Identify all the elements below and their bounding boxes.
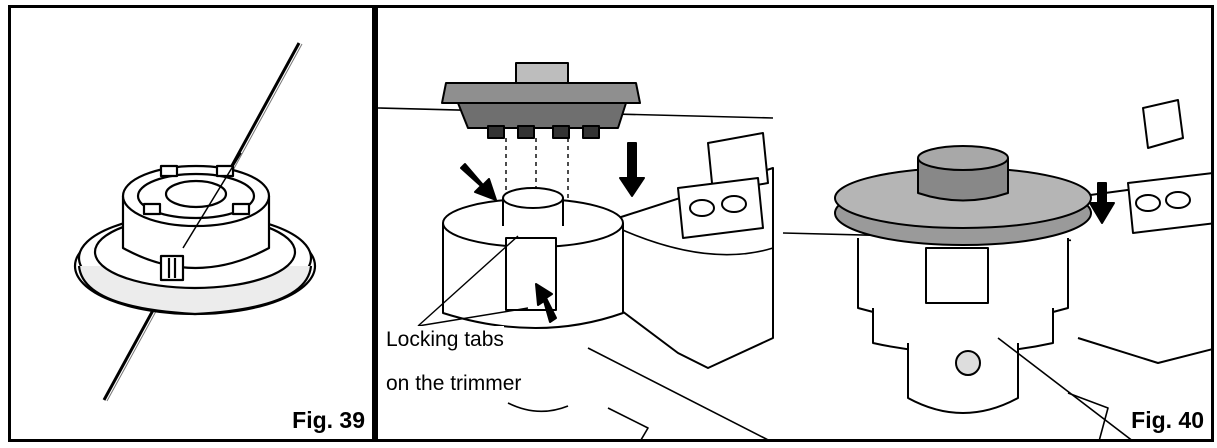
callout-on-the-trimmer: on the trimmer <box>386 370 522 398</box>
figure-40-panel: Locking tabs on the trimmer Fig. 40 <box>375 5 1214 442</box>
callout-locking-tabs: Locking tabs <box>386 326 504 354</box>
figure-label-40: Fig. 40 <box>1128 407 1207 433</box>
spool-head-with-line-illustration <box>73 42 317 402</box>
figure-39-panel: Fig. 39 <box>8 5 375 442</box>
down-arrow-icon <box>1089 182 1115 224</box>
figure-label-39: Fig. 39 <box>289 407 368 433</box>
down-arrow-icon <box>619 142 645 197</box>
spool-installation-illustration <box>378 62 1211 439</box>
